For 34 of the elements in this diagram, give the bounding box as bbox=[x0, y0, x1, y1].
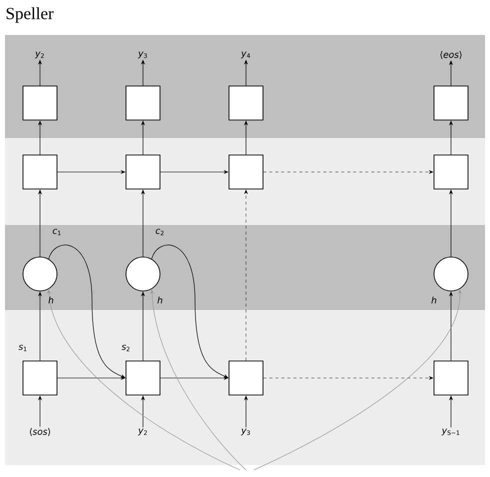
box bbox=[228, 360, 264, 396]
symbol-label: ⟨sos⟩ bbox=[30, 428, 50, 436]
title: Speller bbox=[6, 7, 54, 23]
box bbox=[228, 86, 264, 120]
symbol-label: c$_{1}$ bbox=[52, 228, 61, 236]
circle-node bbox=[434, 256, 468, 292]
box bbox=[22, 360, 58, 396]
symbol-label: c$_{2}$ bbox=[156, 228, 164, 236]
symbol-label: s$_{1}$ bbox=[18, 344, 26, 352]
box bbox=[434, 86, 468, 120]
circle-node bbox=[126, 256, 160, 292]
box bbox=[22, 154, 58, 190]
symbol-label: y$_{3}$ bbox=[138, 52, 147, 58]
symbol-label: h bbox=[157, 296, 162, 304]
box bbox=[22, 86, 58, 120]
arrow bbox=[263, 170, 434, 174]
arrow bbox=[263, 376, 434, 380]
box bbox=[126, 360, 160, 396]
box bbox=[126, 154, 160, 190]
symbol-label: y$_{2}$ bbox=[34, 52, 44, 58]
symbol-label: y$_{3}$ bbox=[240, 428, 250, 436]
circle-node bbox=[22, 256, 58, 292]
box bbox=[434, 154, 468, 190]
box bbox=[228, 154, 264, 190]
symbol-label: s$_{2}$ bbox=[122, 344, 130, 352]
box bbox=[126, 86, 160, 120]
symbol-label: y$_{4}$ bbox=[240, 52, 250, 58]
symbol-label: ⟨eos⟩ bbox=[440, 50, 462, 60]
box bbox=[434, 360, 468, 396]
symbol-label: y$_{2}$ bbox=[138, 428, 147, 436]
symbol-label: h bbox=[48, 296, 54, 304]
symbol-label: y$_{S−1}$ bbox=[442, 428, 460, 436]
symbol-label: h bbox=[431, 296, 436, 304]
arrow bbox=[244, 190, 248, 361]
